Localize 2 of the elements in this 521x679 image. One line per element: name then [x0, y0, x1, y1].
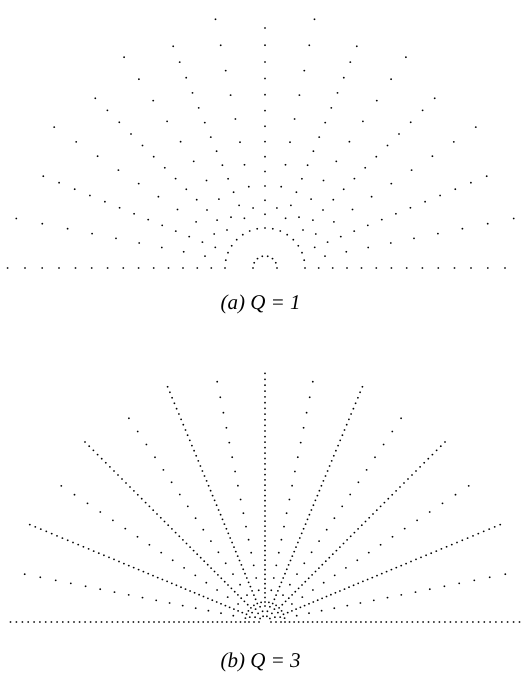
panel-caption: (a) Q = 1 [220, 290, 301, 315]
panel-caption: (b) Q = 3 [220, 648, 301, 673]
